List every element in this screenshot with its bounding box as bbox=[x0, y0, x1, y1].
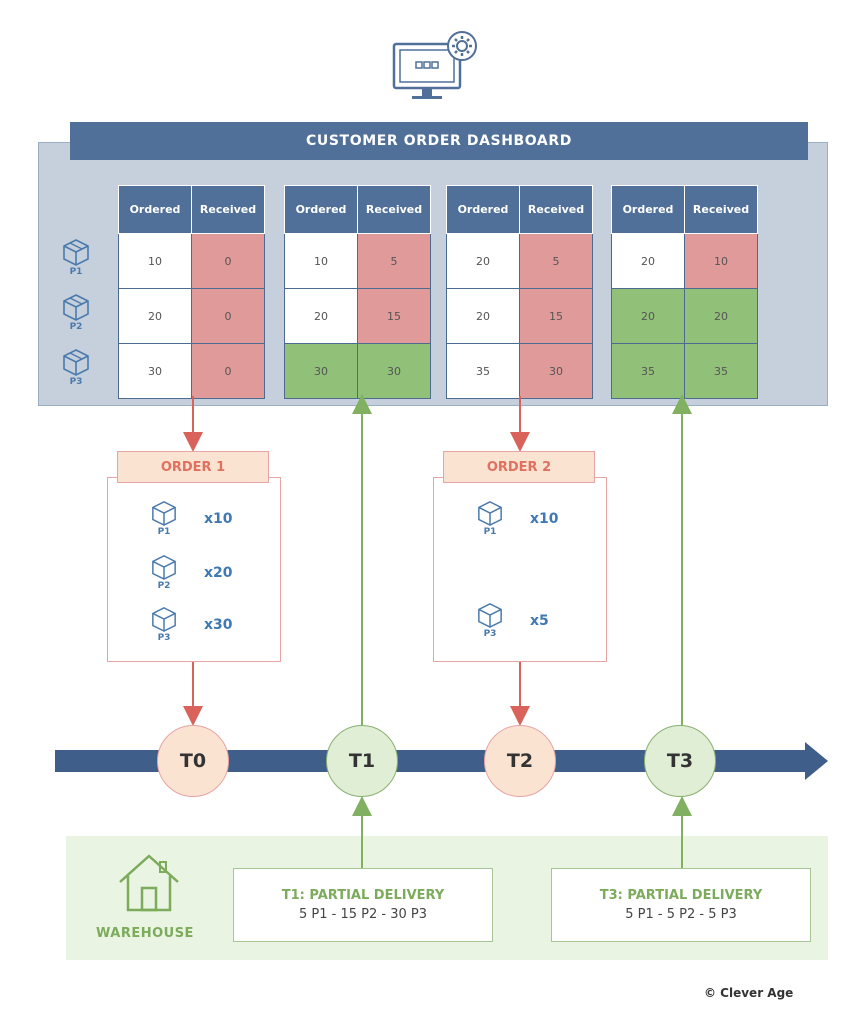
delivery-t3-box: T3: PARTIAL DELIVERY 5 P1 - 5 P2 - 5 P3 bbox=[551, 868, 811, 942]
product-icon: P2 bbox=[144, 554, 184, 591]
order-qty: x10 bbox=[204, 510, 233, 527]
product-label: P3 bbox=[157, 633, 171, 643]
product-label: P2 bbox=[157, 581, 171, 591]
box-icon bbox=[63, 294, 89, 321]
order-qty: x5 bbox=[530, 612, 549, 629]
product-icon: P1 bbox=[470, 500, 510, 537]
product-icon: P3 bbox=[470, 602, 510, 639]
cell-received: 5 bbox=[357, 233, 431, 289]
product-icon: P3 bbox=[144, 606, 184, 643]
timeline-node-t1: T1 bbox=[326, 725, 398, 797]
order-1-title: ORDER 1 bbox=[117, 451, 269, 483]
delivery-t1-box: T1: PARTIAL DELIVERY 5 P1 - 15 P2 - 30 P… bbox=[233, 868, 493, 942]
header-ordered: Ordered bbox=[611, 185, 685, 234]
timeline-node-t3: T3 bbox=[644, 725, 716, 797]
cell-received: 0 bbox=[191, 343, 265, 399]
cell-received: 5 bbox=[519, 233, 593, 289]
cell-ordered: 20 bbox=[611, 233, 685, 289]
house-icon bbox=[119, 854, 179, 912]
header-received: Received bbox=[684, 185, 758, 234]
cell-ordered: 20 bbox=[118, 288, 192, 344]
box-icon bbox=[152, 555, 176, 580]
product-label: P3 bbox=[483, 629, 497, 639]
order-1-box: P1 x10 P2 x20 P3 x30 bbox=[107, 477, 281, 662]
product-p3: P3 bbox=[56, 348, 96, 387]
timeline-node-t0: T0 bbox=[157, 725, 229, 797]
cell-ordered: 30 bbox=[284, 343, 358, 399]
cell-received: 30 bbox=[357, 343, 431, 399]
cell-received: 0 bbox=[191, 288, 265, 344]
delivery-detail: 5 P1 - 15 P2 - 30 P3 bbox=[299, 907, 427, 922]
warehouse-label: WAREHOUSE bbox=[96, 926, 194, 941]
order-qty: x20 bbox=[204, 564, 233, 581]
order-1-item-p2: P2 x20 bbox=[144, 554, 233, 591]
cell-ordered: 10 bbox=[118, 233, 192, 289]
header-ordered: Ordered bbox=[446, 185, 520, 234]
timeline-node-t2: T2 bbox=[484, 725, 556, 797]
product-icon: P1 bbox=[144, 500, 184, 537]
box-icon bbox=[63, 349, 89, 376]
order-qty: x10 bbox=[530, 510, 559, 527]
order-2-title: ORDER 2 bbox=[443, 451, 595, 483]
product-label: P1 bbox=[157, 527, 171, 537]
order-2-item-p1: P1 x10 bbox=[470, 500, 559, 537]
box-icon bbox=[478, 501, 502, 526]
cell-ordered: 20 bbox=[284, 288, 358, 344]
cell-ordered: 35 bbox=[611, 343, 685, 399]
cell-received: 15 bbox=[357, 288, 431, 344]
header-received: Received bbox=[519, 185, 593, 234]
header-ordered: Ordered bbox=[118, 185, 192, 234]
box-icon bbox=[63, 239, 89, 266]
order-1-item-p3: P3 x30 bbox=[144, 606, 233, 643]
cell-ordered: 20 bbox=[446, 233, 520, 289]
copyright-text: © Clever Age bbox=[704, 986, 794, 1000]
product-label: P3 bbox=[69, 377, 83, 387]
product-label: P1 bbox=[69, 267, 83, 277]
order-qty: x30 bbox=[204, 616, 233, 633]
cell-received: 30 bbox=[519, 343, 593, 399]
header-received: Received bbox=[357, 185, 431, 234]
cell-ordered: 20 bbox=[446, 288, 520, 344]
box-icon bbox=[152, 607, 176, 632]
delivery-title: T1: PARTIAL DELIVERY bbox=[281, 888, 445, 903]
product-p2: P2 bbox=[56, 293, 96, 332]
order-2-box: P1 x10 P3 x5 bbox=[433, 477, 607, 662]
box-icon bbox=[152, 501, 176, 526]
product-label: P2 bbox=[69, 322, 83, 332]
dashboard-title: CUSTOMER ORDER DASHBOARD bbox=[70, 122, 808, 160]
cell-received: 35 bbox=[684, 343, 758, 399]
product-label: P1 bbox=[483, 527, 497, 537]
order-2-item-p3: P3 x5 bbox=[470, 602, 549, 639]
cell-ordered: 35 bbox=[446, 343, 520, 399]
order-1-item-p1: P1 x10 bbox=[144, 500, 233, 537]
header-received: Received bbox=[191, 185, 265, 234]
delivery-detail: 5 P1 - 5 P2 - 5 P3 bbox=[625, 907, 737, 922]
delivery-title: T3: PARTIAL DELIVERY bbox=[599, 888, 763, 903]
cell-received: 20 bbox=[684, 288, 758, 344]
cell-ordered: 10 bbox=[284, 233, 358, 289]
cell-ordered: 20 bbox=[611, 288, 685, 344]
header-ordered: Ordered bbox=[284, 185, 358, 234]
cell-received: 15 bbox=[519, 288, 593, 344]
product-p1: P1 bbox=[56, 238, 96, 277]
cell-ordered: 30 bbox=[118, 343, 192, 399]
cell-received: 10 bbox=[684, 233, 758, 289]
monitor-gear-icon bbox=[392, 31, 477, 99]
box-icon bbox=[478, 603, 502, 628]
cell-received: 0 bbox=[191, 233, 265, 289]
